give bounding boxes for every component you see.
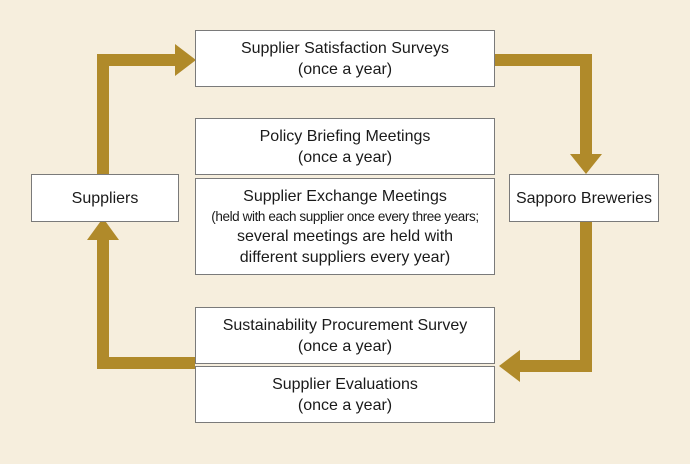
suppliers-box: Suppliers: [31, 174, 179, 222]
suppliers-label: Suppliers: [71, 189, 139, 207]
arrow-left-upper-vertical: [97, 54, 109, 174]
arrow-right-upper-vertical: [580, 54, 592, 156]
arrow-head-up-left: [87, 218, 119, 240]
arrow-bottom-left-horizontal: [97, 357, 195, 369]
sapporo-label: Sapporo Breweries: [515, 189, 653, 207]
policy-briefing-meetings-box: Policy Briefing Meetings (once a year): [195, 118, 495, 175]
exchange-line-3: several meetings are held with: [236, 227, 454, 245]
arrow-head-right-top: [175, 44, 196, 76]
supplier-satisfaction-surveys-box: Supplier Satisfaction Surveys (once a ye…: [195, 30, 495, 87]
procurement-title: Sustainability Procurement Survey: [222, 316, 468, 334]
sustainability-procurement-survey-box: Sustainability Procurement Survey (once …: [195, 307, 495, 364]
arrow-bottom-right-horizontal: [520, 360, 592, 372]
arrow-head-down-right: [570, 154, 602, 174]
exchange-note: (held with each supplier once every thre…: [211, 208, 479, 224]
sapporo-breweries-box: Sapporo Breweries: [509, 174, 659, 222]
policy-title: Policy Briefing Meetings: [259, 127, 431, 145]
policy-frequency: (once a year): [297, 148, 393, 166]
procurement-frequency: (once a year): [297, 337, 393, 355]
supplier-exchange-meetings-box: Supplier Exchange Meetings (held with ea…: [195, 178, 495, 275]
exchange-line-4: different suppliers every year): [239, 248, 451, 266]
arrow-right-lower-vertical: [580, 220, 592, 372]
arrow-top-left-horizontal: [97, 54, 175, 66]
satisfaction-title: Supplier Satisfaction Surveys: [240, 39, 450, 57]
satisfaction-frequency: (once a year): [297, 60, 393, 78]
arrow-left-lower-vertical: [97, 238, 109, 369]
evaluations-title: Supplier Evaluations: [272, 375, 418, 393]
arrow-head-left-bottom: [499, 350, 520, 382]
evaluations-frequency: (once a year): [297, 396, 393, 414]
supplier-evaluations-box: Supplier Evaluations (once a year): [195, 366, 495, 423]
arrow-top-right-horizontal: [494, 54, 592, 66]
exchange-title: Supplier Exchange Meetings: [243, 187, 447, 205]
